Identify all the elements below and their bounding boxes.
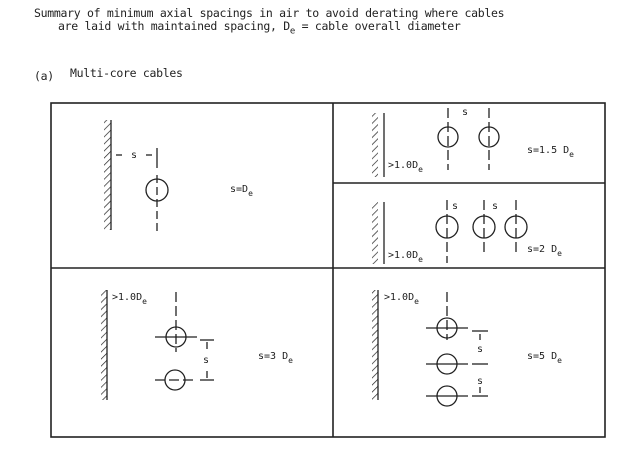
p2-formula: s=1.5 De (527, 145, 574, 159)
panel-4 (101, 290, 214, 400)
p5-s2: s (477, 376, 483, 387)
p5-clearance: >1.0De (384, 292, 419, 306)
panel-3 (372, 200, 528, 264)
wall-icon (372, 202, 378, 264)
p3-s1: s (452, 201, 458, 212)
panel-5 (372, 290, 488, 407)
p1-formula: s=De (230, 184, 253, 198)
p3-formula: s=2 De (527, 244, 562, 258)
p2-clearance: >1.0De (388, 160, 423, 174)
title-line-2-b: = cable overall diameter (294, 19, 461, 33)
p5-formula: s=5 De (527, 351, 562, 365)
wall-icon (104, 120, 111, 230)
p3-clearance: >1.0De (388, 250, 423, 264)
table-frame (50, 102, 606, 438)
title-line-2: are laid with maintained spacing, De = c… (58, 19, 461, 36)
p4-s: s (203, 355, 209, 366)
panel-1 (104, 120, 169, 232)
p2-s: s (462, 107, 468, 118)
section-label: Multi-core cables (70, 66, 183, 80)
p5-s1: s (477, 344, 483, 355)
wall-icon (372, 113, 378, 177)
p4-clearance: >1.0De (112, 292, 147, 306)
panel-2 (372, 108, 500, 177)
p3-s2: s (492, 201, 498, 212)
p1-s: s (131, 150, 137, 161)
wall-icon (372, 290, 378, 400)
title-sub: e (289, 26, 295, 37)
p4-formula: s=3 De (258, 351, 293, 365)
wall-icon (101, 290, 107, 400)
section-marker: (a) (34, 69, 54, 83)
title-line-1: Summary of minimum axial spacings in air… (34, 6, 505, 20)
title-line-2-a: are laid with maintained spacing, D (58, 19, 290, 33)
